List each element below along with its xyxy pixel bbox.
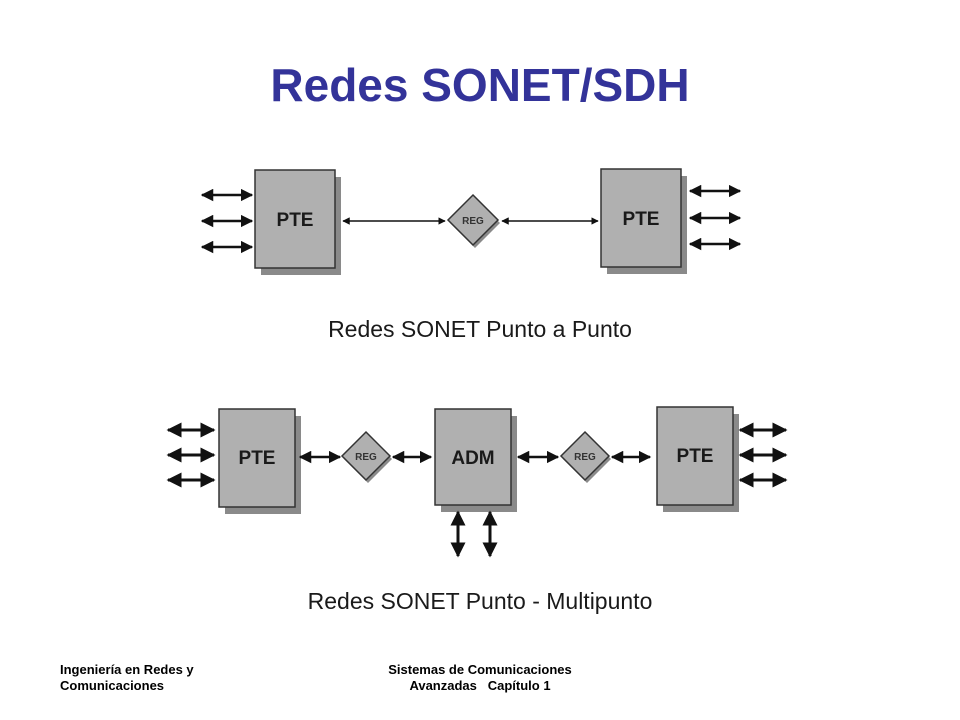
adm-box: ADM [434, 408, 517, 512]
pte-label: PTE [277, 210, 314, 231]
caption-point-to-point: Redes SONET Punto a Punto [328, 316, 632, 342]
reg-label: REG [462, 216, 484, 227]
pte-label: PTE [677, 446, 714, 467]
right-tributary-arrows [688, 184, 742, 251]
regenerator-diamond-right: REG [559, 430, 611, 483]
footer-center: Sistemas de Comunicaciones Avanzadas Cap… [330, 662, 630, 694]
pte-box-right: PTE [600, 168, 687, 274]
pte-box-right: PTE [656, 406, 739, 512]
right-tributary-arrows [738, 422, 788, 488]
footer-left-line2: Comunicaciones [60, 678, 165, 693]
pte-box-left: PTE [218, 408, 301, 514]
point-to-point-diagram: PTE REG PTE [200, 168, 742, 275]
footer-left: Ingeniería en Redes y Comunicaciones [60, 662, 320, 694]
regenerator-diamond-left: REG [340, 430, 392, 483]
left-tributary-arrows [166, 422, 216, 488]
regenerator-diamond: REG [446, 193, 500, 248]
adm-label: ADM [451, 448, 494, 469]
reg-label: REG [355, 452, 377, 463]
reg-label: REG [574, 452, 596, 463]
footer-center-line2: Avanzadas Capítulo 1 [409, 678, 551, 693]
left-tributary-arrows [200, 188, 254, 254]
point-to-multipoint-diagram: PTE REG ADM REG [166, 406, 788, 558]
footer-left-line1: Ingeniería en Redes y [60, 662, 194, 677]
footer-center-line1: Sistemas de Comunicaciones [388, 662, 572, 677]
pte-label: PTE [239, 448, 276, 469]
pte-label: PTE [623, 209, 660, 230]
adm-drop-arrows [450, 510, 498, 558]
slide-title: Redes SONET/SDH [270, 59, 690, 111]
caption-point-to-multipoint: Redes SONET Punto - Multipunto [307, 588, 653, 614]
pte-box-left: PTE [254, 169, 341, 275]
